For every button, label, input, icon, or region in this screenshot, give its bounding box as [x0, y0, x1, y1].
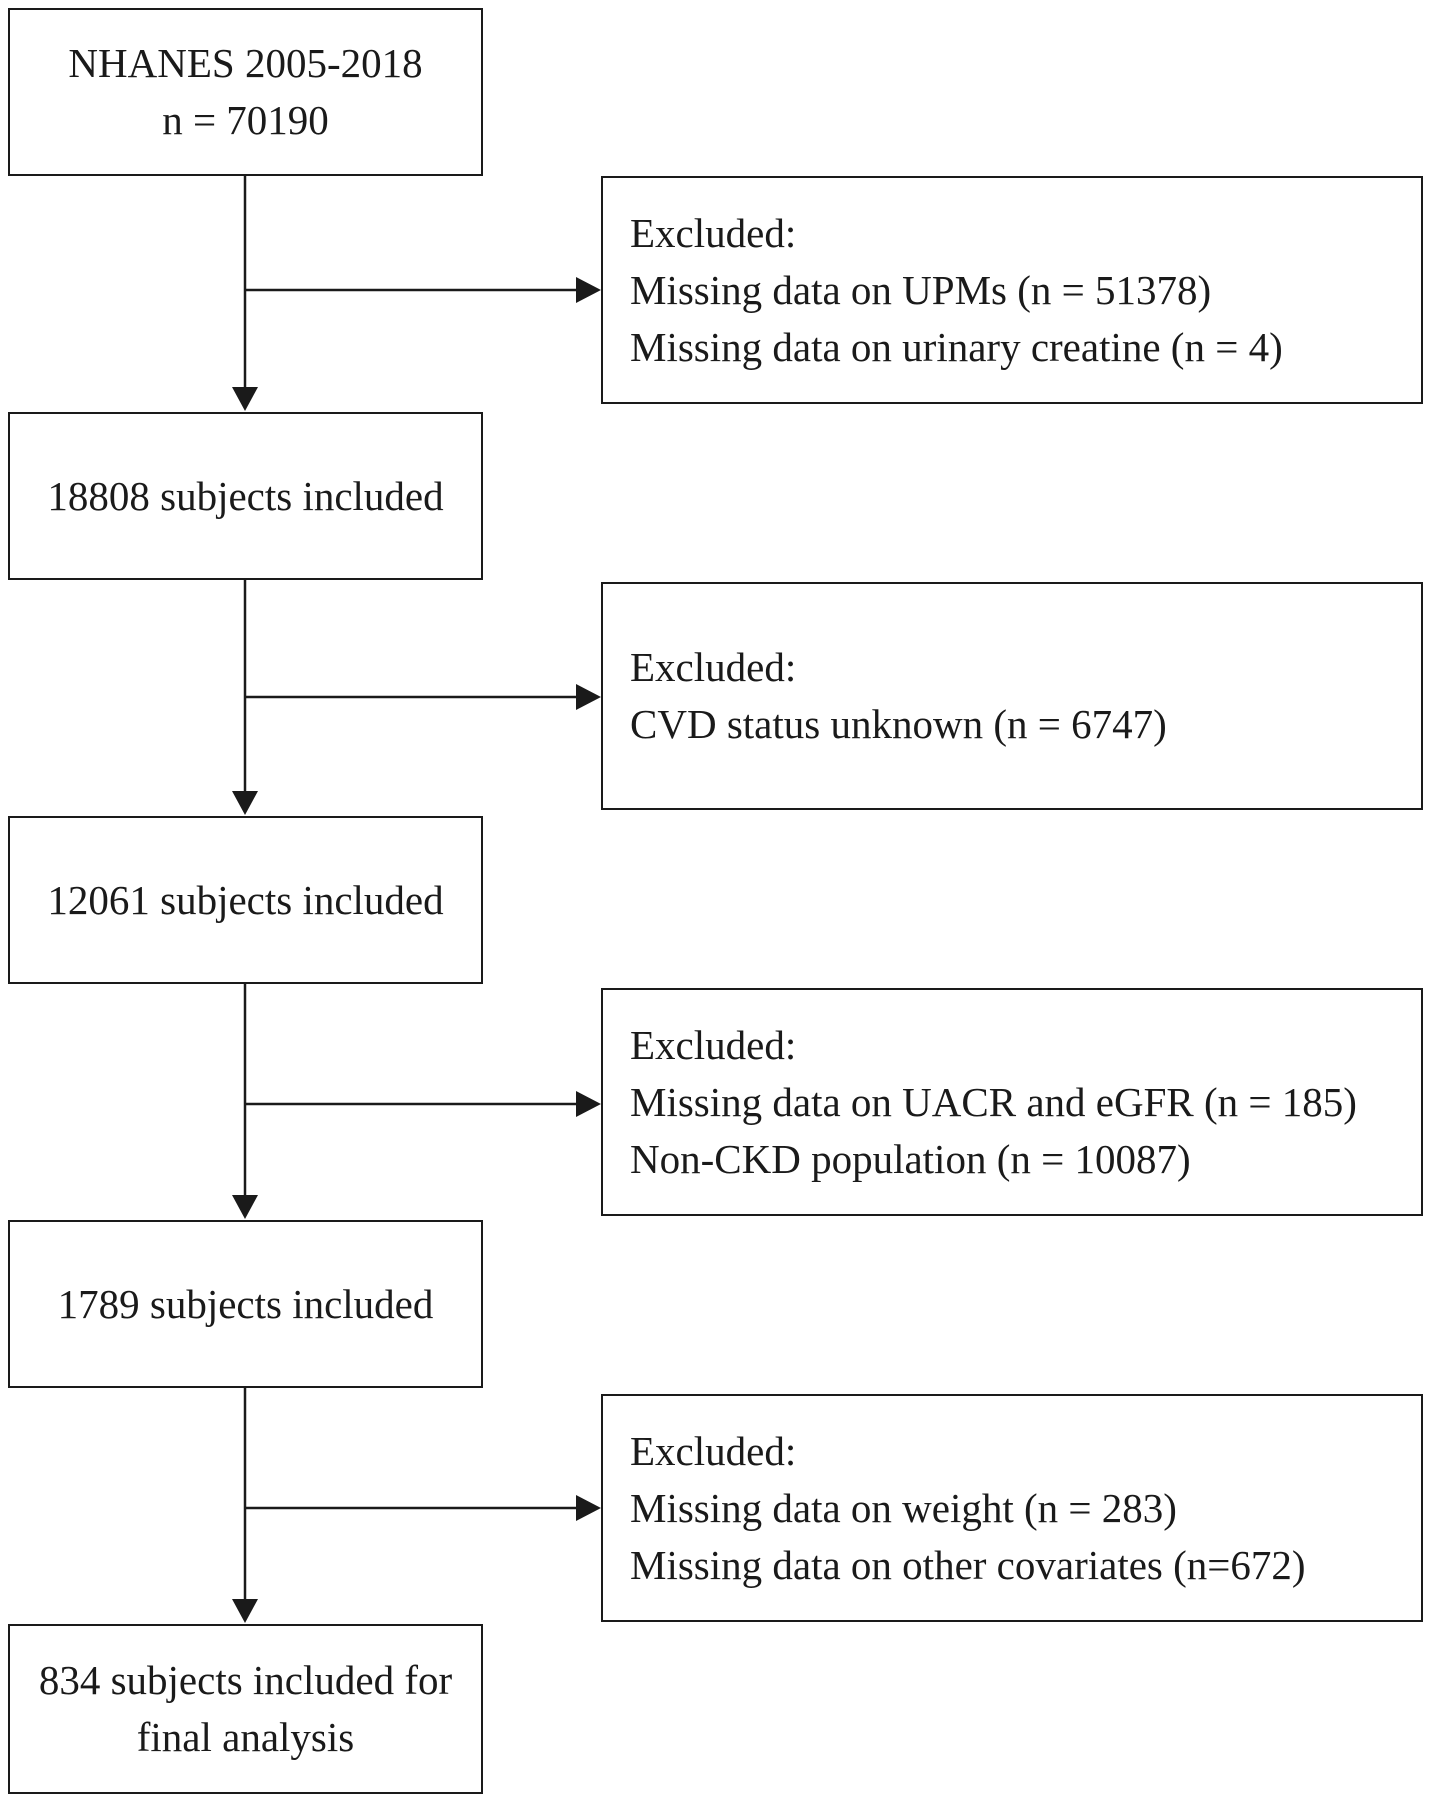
step-2-line-1: 18808 subjects included — [47, 472, 444, 519]
step-1-line-1: NHANES 2005-2018 — [68, 40, 423, 86]
flow-arrowhead-3 — [232, 1195, 258, 1219]
step-box-3: 12061 subjects included — [8, 816, 483, 984]
exclusion-2-item-1: CVD status unknown (n = 6747) — [630, 701, 1167, 747]
exclusion-box-4: Excluded: Missing data on weight (n = 28… — [601, 1394, 1423, 1622]
step-3-line-1: 12061 subjects included — [47, 876, 444, 923]
exclusion-2-heading: Excluded: — [630, 644, 797, 690]
step-box-2: 18808 subjects included — [8, 412, 483, 580]
exclusion-4-item-2: Missing data on other covariates (n=672) — [630, 1541, 1306, 1588]
exclusion-arrowhead-2 — [576, 684, 601, 710]
exclusion-arrowhead-1 — [576, 277, 601, 303]
step-5-line-1: 834 subjects included for — [38, 1657, 453, 1703]
flow-arrowhead-4 — [232, 1599, 258, 1623]
exclusion-box-2: Excluded: CVD status unknown (n = 6747) — [601, 582, 1423, 810]
exclusion-box-3: Excluded: Missing data on UACR and eGFR … — [601, 988, 1423, 1216]
exclusion-4-heading: Excluded: — [630, 1427, 797, 1474]
step-5-line-2: final analysis — [136, 1714, 355, 1760]
step-4-line-1: 1789 subjects included — [57, 1280, 434, 1327]
exclusion-arrowhead-4 — [576, 1495, 601, 1521]
exclusion-4-item-1: Missing data on weight (n = 283) — [630, 1484, 1177, 1531]
exclusion-3-item-2: Non-CKD population (n = 10087) — [630, 1135, 1191, 1182]
flow-arrowhead-1 — [232, 387, 258, 411]
exclusion-arrowhead-3 — [576, 1091, 601, 1117]
step-box-final-analysis: 834 subjects included for final analysis — [8, 1624, 483, 1794]
step-box-initial-cohort: NHANES 2005-2018 n = 70190 — [8, 8, 483, 176]
flow-arrowhead-2 — [232, 791, 258, 815]
exclusion-3-item-1: Missing data on UACR and eGFR (n = 185) — [630, 1078, 1357, 1125]
exclusion-box-1: Excluded: Missing data on UPMs (n = 5137… — [601, 176, 1423, 404]
exclusion-3-heading: Excluded: — [630, 1021, 797, 1068]
step-1-line-2: n = 70190 — [162, 97, 329, 143]
exclusion-1-item-2: Missing data on urinary creatine (n = 4) — [630, 323, 1283, 370]
exclusion-1-item-1: Missing data on UPMs (n = 51378) — [630, 266, 1212, 313]
exclusion-1-heading: Excluded: — [630, 209, 797, 256]
step-box-4: 1789 subjects included — [8, 1220, 483, 1388]
